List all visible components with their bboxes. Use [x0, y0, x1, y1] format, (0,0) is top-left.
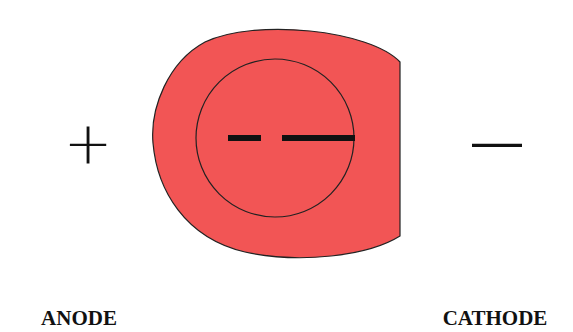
charge-dash	[282, 135, 355, 141]
charge-dash	[228, 135, 261, 141]
electrode-label: ANODE	[41, 308, 117, 329]
particle-core	[196, 59, 354, 217]
polarity-sign: +	[64, 114, 113, 172]
particle-body	[153, 29, 400, 257]
polarity-sign: —	[472, 116, 522, 166]
electrode-label: CATHODE	[443, 308, 548, 329]
